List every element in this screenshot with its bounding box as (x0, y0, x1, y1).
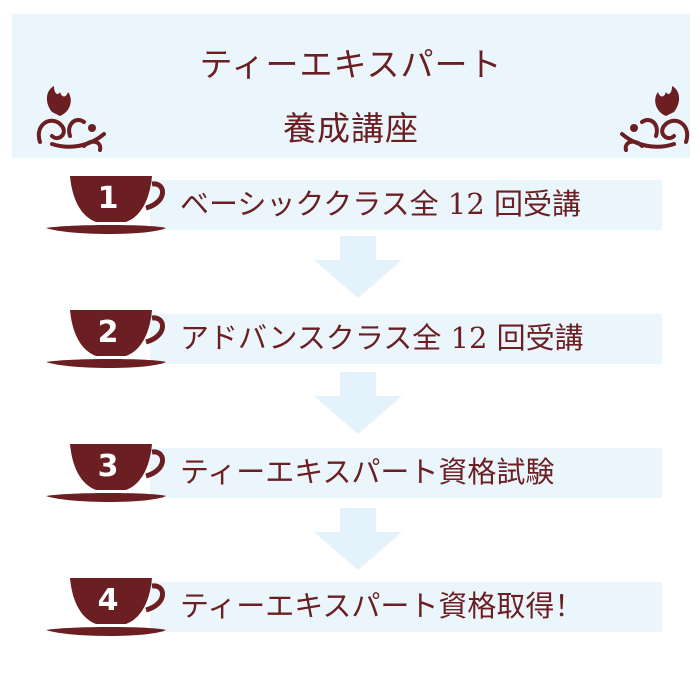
teacup-icon (46, 444, 166, 502)
title-line-1: ティーエキスパート (199, 45, 503, 84)
step-1: 1 ベーシッククラス全 12 回受講 (0, 170, 700, 236)
step-number: 3 (97, 449, 119, 484)
floral-flourish-icon (620, 86, 690, 152)
teacup-icon (46, 578, 166, 636)
step-band (150, 314, 662, 364)
teacup-icon (46, 310, 166, 368)
teacup-icon (46, 176, 166, 234)
step-2: 2 アドバンスクラス全 12 回受講 (0, 304, 700, 370)
step-number: 4 (97, 583, 119, 618)
floral-flourish-icon (36, 86, 106, 152)
title-line-2: 養成講座 (283, 109, 419, 148)
step-number: 2 (97, 315, 119, 350)
step-band (150, 582, 662, 632)
title-box: ティーエキスパート 養成講座 (12, 14, 690, 158)
step-3: 3 ティーエキスパート資格試験 (0, 438, 700, 504)
arrow-down-icon (314, 236, 402, 298)
step-label: ベーシッククラス全 12 回受講 (180, 187, 582, 221)
step-4: 4 ティーエキスパート資格取得！ (0, 572, 700, 638)
step-label: ティーエキスパート資格取得！ (180, 589, 584, 623)
step-label: ティーエキスパート資格試験 (180, 455, 555, 489)
step-band (150, 180, 662, 230)
arrow-down-icon (314, 372, 402, 434)
step-band (150, 448, 662, 498)
step-number: 1 (97, 181, 119, 216)
step-label: アドバンスクラス全 12 回受講 (180, 321, 584, 355)
arrow-down-icon (314, 508, 402, 570)
